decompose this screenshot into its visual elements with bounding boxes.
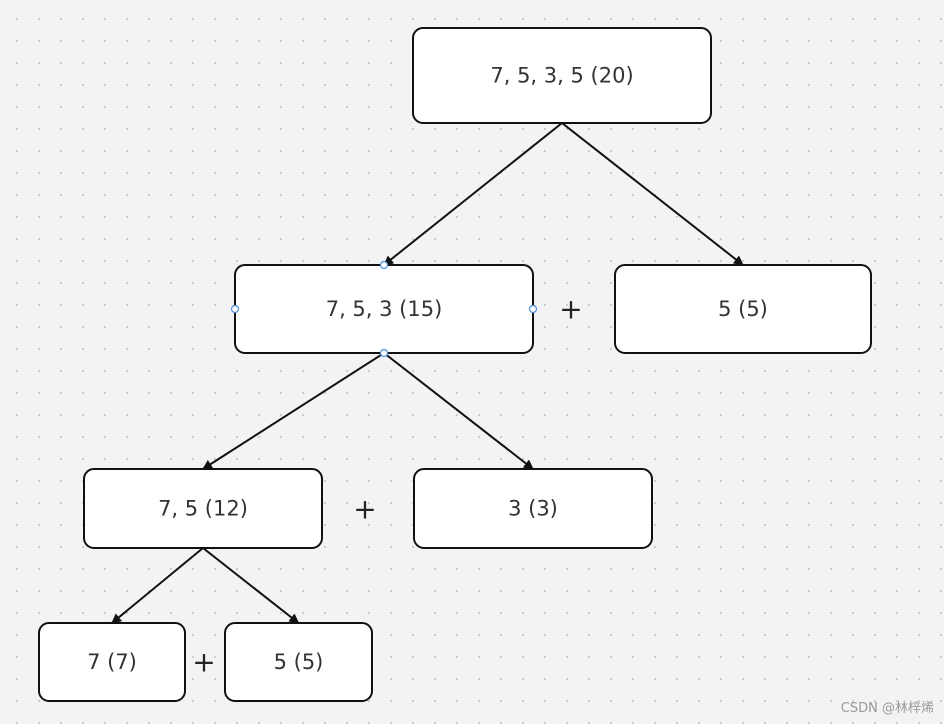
tree-node-n4[interactable]: 7, 5 (12): [83, 468, 323, 549]
node-box: [83, 468, 323, 549]
edge-n4-to-n7[interactable]: [202, 547, 300, 624]
tree-node-n6[interactable]: 7 (7): [38, 622, 186, 702]
node-label: 7, 5, 3, 5 (20): [490, 64, 633, 88]
node-box: [38, 622, 186, 702]
node-label: 3 (3): [508, 497, 558, 521]
plus-operator: +: [559, 293, 582, 326]
edge-n2-to-n5[interactable]: [383, 352, 534, 470]
tree-node-n1[interactable]: 7, 5, 3, 5 (20): [412, 27, 712, 124]
node-box: [412, 27, 712, 124]
tree-node-n5[interactable]: 3 (3): [413, 468, 653, 549]
edge-n1-to-n3[interactable]: [561, 122, 744, 266]
node-label: 5 (5): [274, 650, 324, 674]
edge-n4-to-n6[interactable]: [111, 547, 204, 624]
selection-handle-bottom[interactable]: [379, 348, 389, 358]
plus-operator: +: [192, 646, 215, 679]
tree-node-n2[interactable]: 7, 5, 3 (15): [234, 264, 534, 354]
edge-n2-to-n4[interactable]: [202, 352, 385, 470]
node-box: [413, 468, 653, 549]
node-label: 7, 5, 3 (15): [326, 297, 443, 321]
selection-handle-right[interactable]: [528, 304, 538, 314]
tree-node-n3[interactable]: 5 (5): [614, 264, 872, 354]
edge-n1-to-n2[interactable]: [383, 122, 563, 266]
node-label: 5 (5): [718, 297, 768, 321]
node-label: 7, 5 (12): [158, 497, 248, 521]
node-label: 7 (7): [87, 650, 137, 674]
node-box: [224, 622, 373, 702]
plus-operator: +: [353, 493, 376, 526]
node-box: [614, 264, 872, 354]
tree-node-n7[interactable]: 5 (5): [224, 622, 373, 702]
selection-handle-left[interactable]: [230, 304, 240, 314]
selection-handle-top[interactable]: [379, 260, 389, 270]
watermark-text: CSDN @林梓烯: [840, 701, 934, 716]
